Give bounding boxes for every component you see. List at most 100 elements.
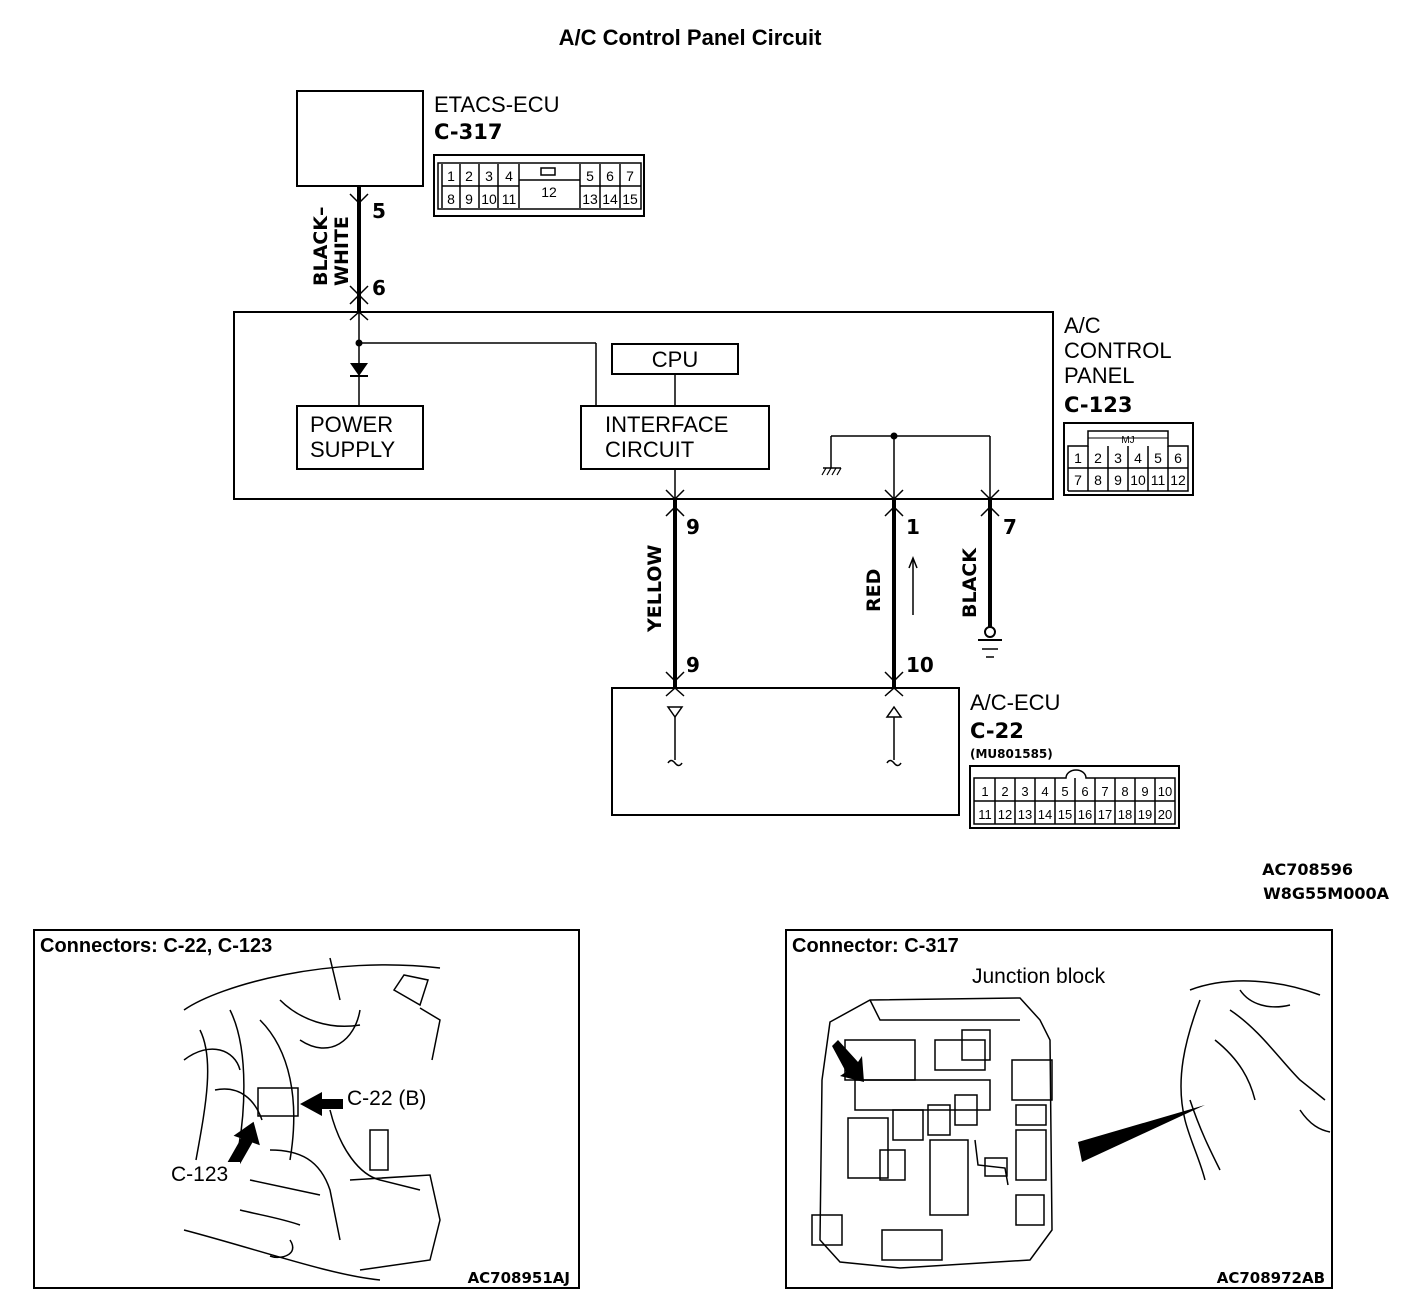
etacs-ecu-label: ETACS-ECU bbox=[434, 92, 560, 117]
ac-control-panel-box bbox=[233, 311, 1054, 500]
c123-pin: 10 bbox=[1130, 472, 1146, 488]
c317-pin: 5 bbox=[586, 168, 594, 184]
right-panel-title: Connector: C-317 bbox=[792, 935, 959, 957]
cpu-label: CPU bbox=[652, 347, 698, 372]
c317-pin: 12 bbox=[541, 184, 557, 200]
wire-pin-10: 10 bbox=[906, 653, 934, 677]
c22-pin: 8 bbox=[1121, 784, 1128, 799]
c317-pin: 10 bbox=[481, 191, 497, 207]
figure-code: AC708596 bbox=[1262, 860, 1353, 879]
wire-color-yellow: YELLOW bbox=[644, 545, 666, 633]
left-panel-title: Connectors: C-22, C-123 bbox=[40, 935, 272, 957]
c123-connector-face bbox=[1063, 422, 1194, 496]
c123-pin: 6 bbox=[1174, 450, 1182, 466]
ac-ecu-internal-terminals bbox=[666, 705, 903, 767]
c317-pin: 14 bbox=[602, 191, 618, 207]
wire-pin-9-bottom: 9 bbox=[686, 653, 700, 677]
c123-pin: 9 bbox=[1114, 472, 1122, 488]
c123-pin: 2 bbox=[1094, 450, 1102, 466]
label-c123: C-123 bbox=[171, 1163, 228, 1186]
c123-pin: 11 bbox=[1151, 472, 1166, 488]
wire-pin-5: 5 bbox=[372, 199, 386, 223]
figure-code: W8G55M000A bbox=[1263, 884, 1390, 903]
wire-black bbox=[980, 489, 1000, 638]
connector-location-panel-right bbox=[785, 929, 1333, 1289]
c123-pin: 12 bbox=[1170, 472, 1186, 488]
c22-pin: 16 bbox=[1078, 807, 1092, 822]
power-supply-label-line2: SUPPLY bbox=[310, 437, 396, 462]
c22-pin: 15 bbox=[1058, 807, 1072, 822]
dashboard-illustration bbox=[183, 957, 441, 1281]
c22-pin: 18 bbox=[1118, 807, 1132, 822]
c317-pin: 7 bbox=[626, 168, 634, 184]
zoom-callout-icon bbox=[1078, 1105, 1205, 1162]
ac-panel-connector-label: C-123 bbox=[1064, 393, 1132, 417]
ac-panel-label-line3: PANEL bbox=[1064, 363, 1135, 388]
ac-panel-label-line1: A/C bbox=[1064, 313, 1101, 338]
c123-pin: 8 bbox=[1094, 472, 1102, 488]
c317-pin: 4 bbox=[505, 168, 513, 184]
right-panel-code: AC708972AB bbox=[1217, 1269, 1325, 1287]
c22-pin: 11 bbox=[978, 807, 992, 822]
ac-panel-label-line2: CONTROL bbox=[1064, 338, 1172, 363]
ac-ecu-box bbox=[611, 687, 960, 816]
wire-pin-1: 1 bbox=[906, 515, 920, 539]
c22-connector-face bbox=[969, 765, 1180, 829]
c317-pin: 1 bbox=[447, 168, 455, 184]
c317-pin: 3 bbox=[485, 168, 493, 184]
c22-pin: 3 bbox=[1021, 784, 1028, 799]
wire-pin-7: 7 bbox=[1003, 515, 1017, 539]
c22-pin: 17 bbox=[1098, 807, 1112, 822]
junction-block-illustration bbox=[811, 980, 1331, 1269]
c317-pin: 2 bbox=[465, 168, 473, 184]
interface-circuit-block bbox=[580, 405, 770, 470]
etacs-connector-label: C-317 bbox=[434, 120, 502, 144]
c22-pin: 2 bbox=[1001, 784, 1008, 799]
cpu-block bbox=[611, 343, 739, 375]
arrow-up-icon bbox=[908, 555, 918, 569]
chassis-ground-icon bbox=[821, 467, 842, 476]
c317-pin: 15 bbox=[622, 191, 638, 207]
c22-pin: 1 bbox=[981, 784, 988, 799]
c123-pin: 4 bbox=[1134, 450, 1142, 466]
c317-pin: 11 bbox=[502, 191, 517, 207]
interface-circuit-label-line2: CIRCUIT bbox=[605, 437, 694, 462]
power-supply-label-line1: POWER bbox=[310, 412, 393, 437]
ac-ecu-part-number: (MU801585) bbox=[970, 747, 1053, 761]
c123-lock-label: MJ bbox=[1121, 435, 1134, 446]
wire-pin-9-top: 9 bbox=[686, 515, 700, 539]
wire-color-red: RED bbox=[863, 569, 885, 612]
arrow-c22-icon bbox=[300, 1092, 343, 1116]
diagram-title: A/C Control Panel Circuit bbox=[559, 25, 822, 50]
etacs-ecu-box bbox=[296, 90, 424, 187]
c22-pin: 6 bbox=[1081, 784, 1088, 799]
c22-pin: 14 bbox=[1038, 807, 1052, 822]
c123-pin: 3 bbox=[1114, 450, 1122, 466]
label-c22-b: C-22 (B) bbox=[347, 1087, 426, 1110]
c317-connector-face bbox=[433, 154, 645, 217]
wire-color-black-white-line1: BLACK– bbox=[310, 207, 332, 286]
c317-pin: 13 bbox=[582, 191, 598, 207]
c22-pin: 13 bbox=[1018, 807, 1032, 822]
c123-pin: 1 bbox=[1074, 450, 1082, 466]
internal-wiring bbox=[350, 312, 991, 499]
diode-icon bbox=[350, 363, 368, 376]
c22-pin: 19 bbox=[1138, 807, 1152, 822]
c123-pin: 5 bbox=[1154, 450, 1162, 466]
right-panel-subtitle: Junction block bbox=[972, 965, 1106, 988]
c22-pin: 10 bbox=[1158, 784, 1172, 799]
ac-ecu-label: A/C-ECU bbox=[970, 690, 1060, 715]
wire-color-black-white-line2: WHITE bbox=[331, 216, 353, 286]
c22-pin: 12 bbox=[998, 807, 1012, 822]
wire-yellow bbox=[665, 489, 685, 697]
c22-pin: 9 bbox=[1141, 784, 1148, 799]
ground-icon bbox=[978, 639, 1002, 658]
wire-pin-6: 6 bbox=[372, 276, 386, 300]
c317-pin: 8 bbox=[447, 191, 455, 207]
ac-ecu-connector-label: C-22 bbox=[970, 719, 1024, 743]
c22-pin: 4 bbox=[1041, 784, 1048, 799]
c317-pin: 9 bbox=[465, 191, 473, 207]
connector-location-panel-left bbox=[33, 929, 580, 1289]
arrow-c123-icon bbox=[223, 1121, 260, 1174]
